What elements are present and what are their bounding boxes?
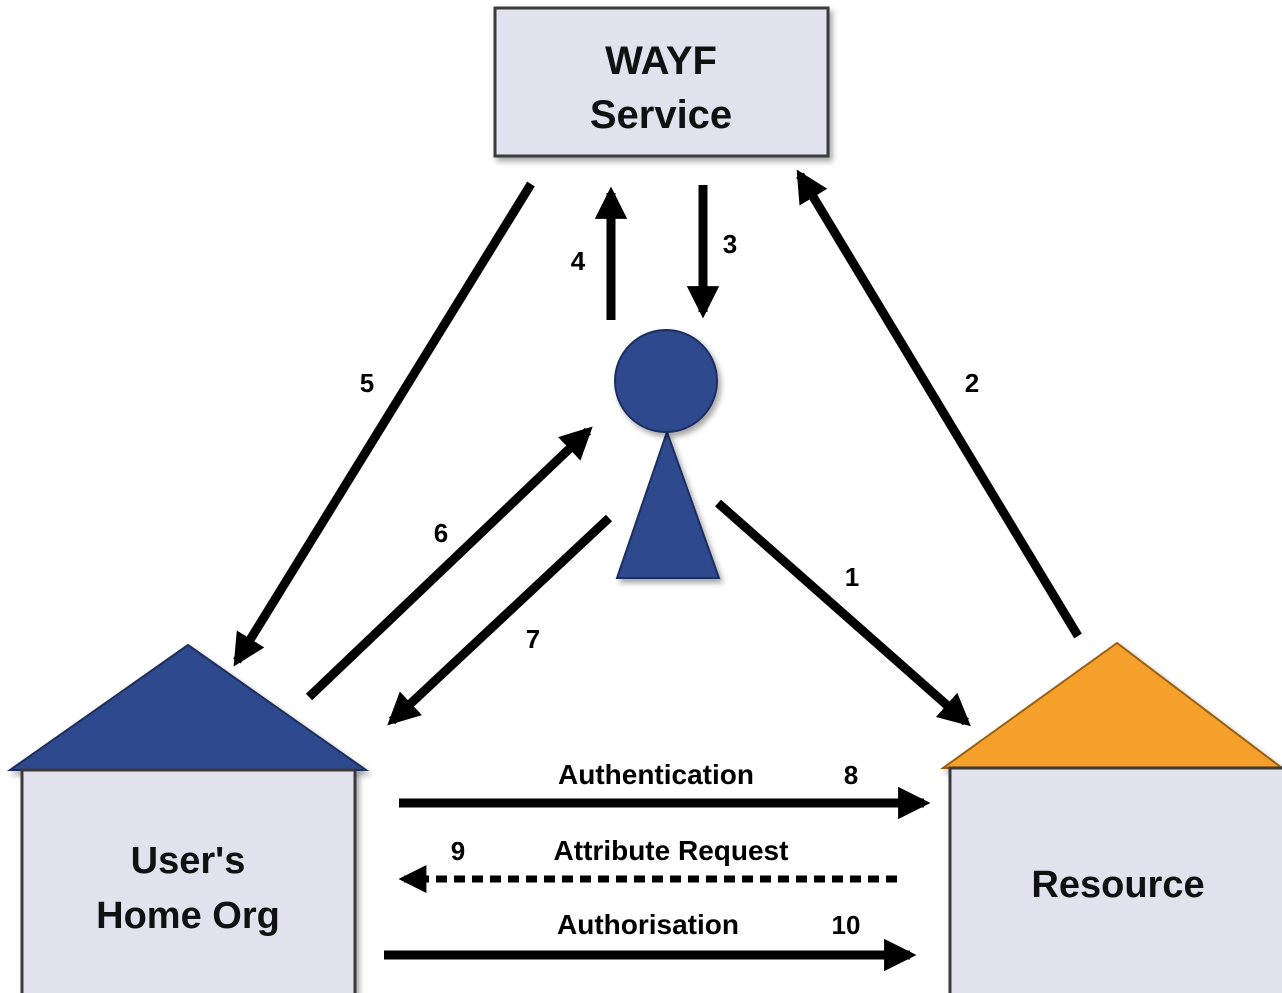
step-label-10: 10 [832,910,861,940]
resource-node: Resource [939,641,1282,993]
resource-box [948,766,1282,993]
home-org-node: User's Home Org [6,643,370,993]
resource-label: Resource [1031,864,1204,906]
step-label-9: 9 [451,836,465,866]
arrow-6-home-org-to-user [305,426,593,701]
step-label-3: 3 [723,229,737,259]
user-figure [614,329,721,579]
user-body [615,428,721,579]
step-label-1: 1 [845,562,859,592]
home-org-roof [6,643,370,771]
arrow-2-resource-to-wayf [796,169,1082,639]
home-org-box [20,768,357,993]
step-label-6: 6 [434,518,448,548]
message-attribute-request: Attribute Request [554,835,789,866]
home-org-label-line1: User's [131,840,246,882]
resource-roof [939,641,1282,769]
home-org-label-line2: Home Org [96,895,280,937]
arrow-5-wayf-to-home-org [233,181,535,667]
step-label-7: 7 [526,624,540,654]
step-label-2: 2 [965,368,979,398]
step-label-5: 5 [360,368,374,398]
user-head [614,329,718,433]
arrow-7-user-to-home-org [387,514,613,726]
wayf-service-box [493,6,830,158]
wayf-service-label-line1: WAYF [605,39,717,83]
wayf-service-node: WAYF Service [493,6,830,158]
arrow-1-user-to-resource [715,499,971,727]
step-label-4: 4 [571,246,586,276]
wayf-service-label-line2: Service [590,93,732,137]
message-authentication: Authentication [558,759,754,790]
step-label-8: 8 [844,760,858,790]
message-authorisation: Authorisation [557,909,739,940]
